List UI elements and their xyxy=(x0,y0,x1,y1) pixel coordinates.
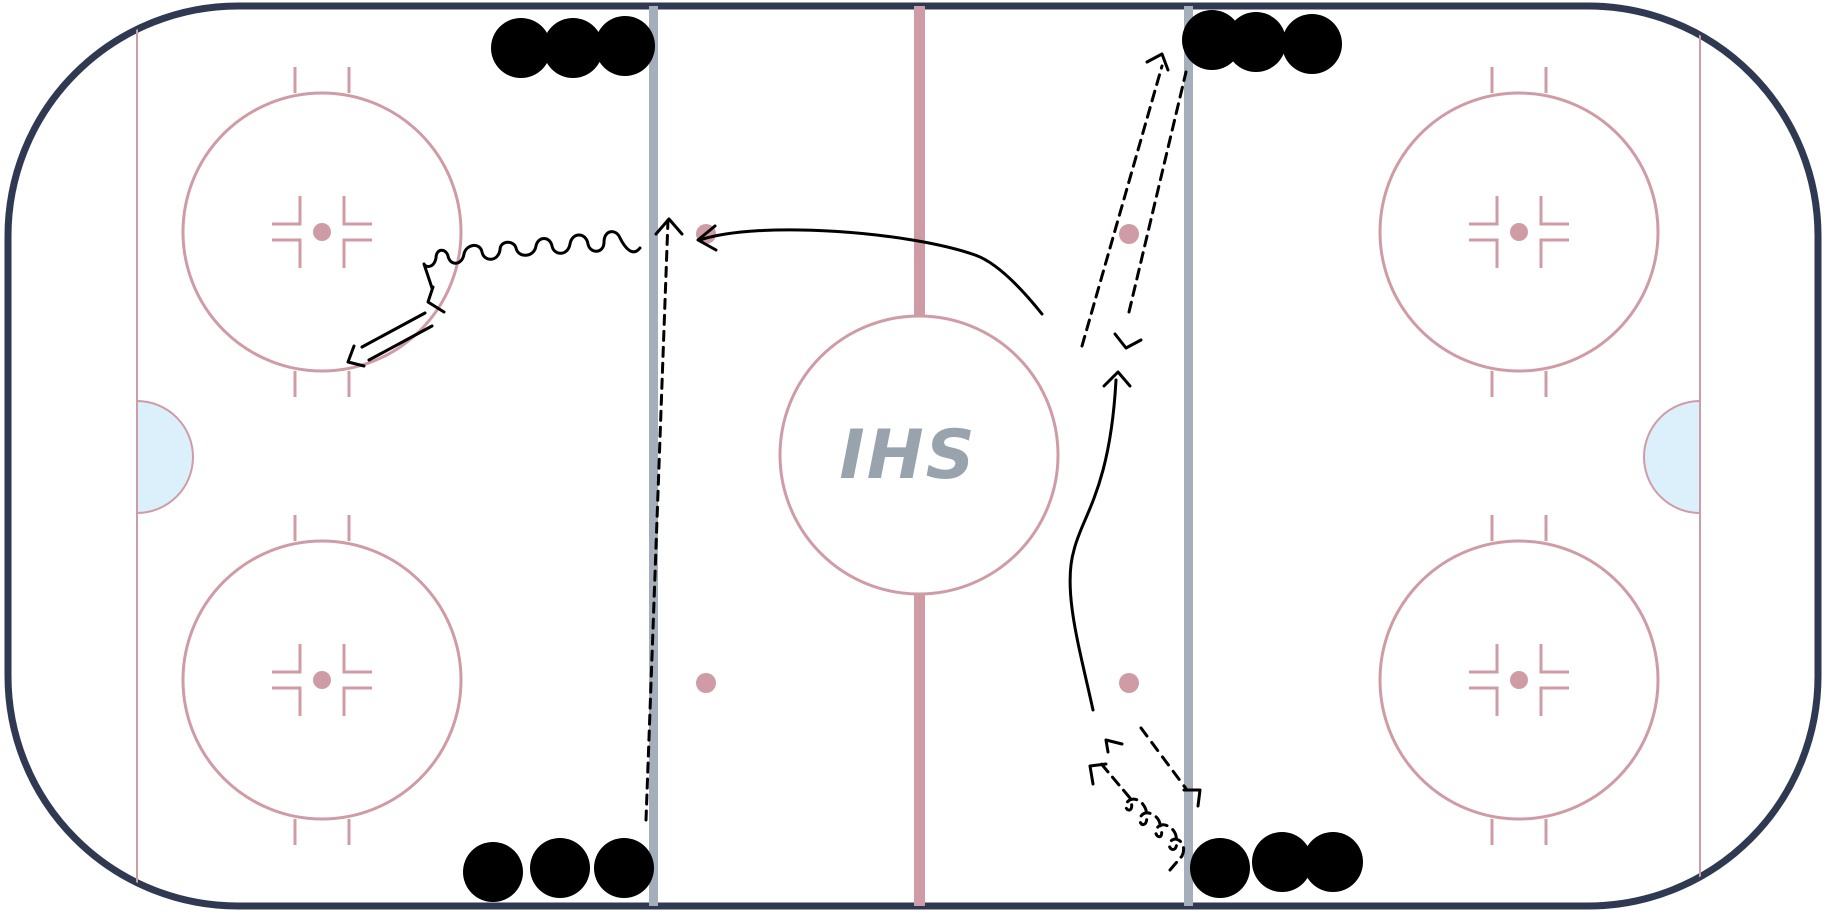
faceoff-dot xyxy=(1119,673,1139,693)
shot-arrow-icon xyxy=(367,324,434,362)
skate-arrow-icon xyxy=(698,228,1044,316)
faceoff-dot xyxy=(313,671,331,689)
backward-skate-icon xyxy=(1096,758,1185,872)
player-puck-icon xyxy=(1182,10,1242,70)
faceoff-dot xyxy=(696,673,716,693)
center-circle xyxy=(778,314,1060,596)
stickhandle-arrowhead xyxy=(426,285,446,314)
backward-skate-arrowhead xyxy=(1182,788,1202,808)
goal-crease-right xyxy=(1643,399,1701,515)
backward-skate-arrowhead xyxy=(1088,762,1108,786)
player-puck-icon xyxy=(1190,838,1250,898)
faceoff-circle xyxy=(1378,515,1660,845)
player-puck-icon xyxy=(594,838,654,898)
pass-arrow-icon xyxy=(644,218,670,822)
drill-paths xyxy=(346,52,1202,872)
skate-arrowhead xyxy=(696,224,718,252)
player-puck-icon xyxy=(463,842,523,902)
pass-arrow-icon xyxy=(1127,70,1188,314)
stickhandle-path-icon xyxy=(422,230,642,290)
backward-skate-icon xyxy=(1139,726,1189,792)
player-puck-icon xyxy=(543,18,603,78)
player-groups xyxy=(463,10,1363,902)
player-puck-icon xyxy=(595,16,655,76)
pass-arrowhead xyxy=(654,217,684,236)
center-ice-logo: IHS xyxy=(839,416,976,495)
player-puck-icon xyxy=(1282,14,1342,74)
faceoff-circle xyxy=(1378,67,1660,397)
skate-arrowhead xyxy=(1102,370,1132,388)
skate-arrow-icon xyxy=(1068,378,1118,712)
shot-arrow-icon xyxy=(360,311,427,349)
player-puck-icon xyxy=(1252,832,1312,892)
pass-arrowhead xyxy=(1113,332,1143,350)
faceoff-circle xyxy=(181,67,463,397)
pass-arrowhead xyxy=(1145,52,1170,72)
blue-line-left xyxy=(649,6,658,906)
shot-arrowhead xyxy=(346,344,366,368)
faceoff-dot xyxy=(313,223,331,241)
player-puck-icon xyxy=(530,838,590,898)
faceoff-circle xyxy=(181,515,463,845)
backward-skate-arrowhead xyxy=(1104,738,1124,754)
faceoff-circles xyxy=(181,67,1660,845)
faceoff-dot xyxy=(1510,671,1528,689)
blue-line-right xyxy=(1184,6,1193,906)
faceoff-dot xyxy=(1119,224,1139,244)
player-puck-icon xyxy=(491,18,551,78)
player-puck-icon xyxy=(1303,832,1363,892)
goal-crease-left xyxy=(136,399,194,515)
player-puck-icon xyxy=(1226,12,1286,72)
pass-arrow-icon xyxy=(1080,64,1164,348)
faceoff-dot xyxy=(1510,223,1528,241)
